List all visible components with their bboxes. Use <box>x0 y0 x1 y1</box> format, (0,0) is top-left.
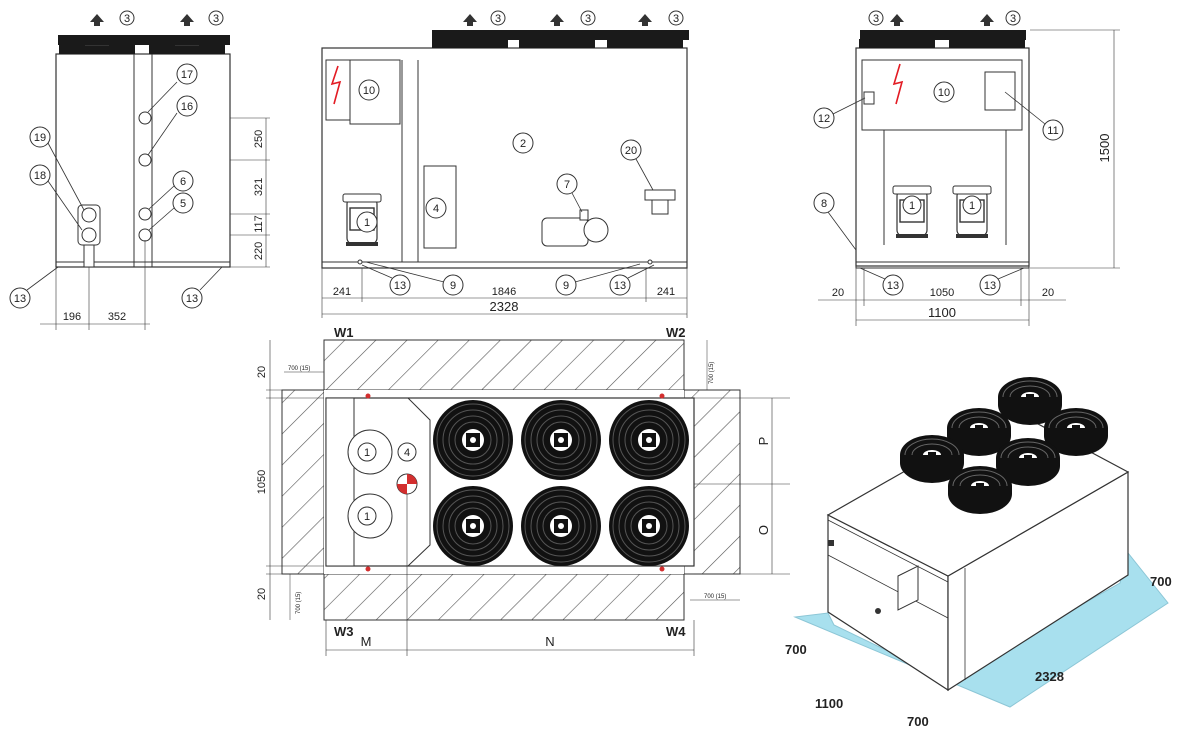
corner-w1: W1 <box>334 325 354 340</box>
clearance-top: 700 (15) <box>709 362 715 384</box>
dim-321: 321 <box>253 178 265 196</box>
callout-9: 9 <box>450 280 456 292</box>
front-callouts: 10 2 20 7 1 4 13 9 9 13 <box>356 79 655 296</box>
dim-1050-plan: 1050 <box>256 470 268 494</box>
iso-dim-700-front: 700 <box>907 714 929 729</box>
dim-20-right: 20 <box>1042 287 1054 299</box>
front-view: 3 3 3 10 2 20 7 1 4 13 <box>321 10 689 318</box>
callout-13: 13 <box>984 280 996 292</box>
callout-19: 19 <box>34 132 46 144</box>
callout-6: 6 <box>180 176 186 188</box>
callout-9: 9 <box>563 280 569 292</box>
dim-1050: 1050 <box>930 287 954 299</box>
corner-w3: W3 <box>334 624 354 639</box>
dim-241-left: 241 <box>333 286 351 298</box>
clearance-left: 700 (15) <box>288 366 310 372</box>
callout-5: 5 <box>180 198 186 210</box>
iso-dim-2328: 2328 <box>1035 669 1064 684</box>
end-dimensions: 20 1050 20 1100 1500 <box>818 29 1120 326</box>
callout-4: 4 <box>404 447 410 459</box>
dim-1100: 1100 <box>928 305 956 320</box>
dim-n: N <box>545 634 554 649</box>
plan-view: 1 1 4 W1 W2 W3 W4 20 1050 20 700 (15) <box>256 325 790 656</box>
callout-12: 12 <box>818 113 830 125</box>
dim-1846: 1846 <box>492 286 516 298</box>
center-of-gravity-icon <box>396 473 418 495</box>
lightning-warning-icon <box>892 63 904 105</box>
lightning-warning-icon <box>330 65 342 105</box>
callout: 3 <box>1010 13 1016 25</box>
callout-7: 7 <box>564 179 570 191</box>
callout-13: 13 <box>394 280 406 292</box>
callout: 3 <box>124 13 130 25</box>
dim-m: M <box>361 634 372 649</box>
side-dimensions: 250 321 117 220 196 352 <box>40 117 270 330</box>
dim-1500: 1500 <box>1097 134 1112 163</box>
dim-117: 117 <box>253 215 265 233</box>
callout-17: 17 <box>181 69 193 81</box>
corner-w2: W2 <box>666 325 686 340</box>
callout-4: 4 <box>433 203 439 215</box>
callout: 3 <box>873 13 879 25</box>
callout-1: 1 <box>364 511 370 523</box>
callout-10: 10 <box>938 87 950 99</box>
dim-20-top: 20 <box>256 366 268 378</box>
iso-dim-700-right: 700 <box>1150 574 1172 589</box>
callout-1: 1 <box>364 217 370 229</box>
clearance-right: 700 (15) <box>704 594 726 600</box>
dim-250: 250 <box>253 130 265 148</box>
dim-p: P <box>756 437 771 446</box>
callout-1: 1 <box>909 200 915 212</box>
side-view: 3 3 19 18 17 16 6 5 <box>9 10 270 330</box>
callout-13: 13 <box>14 293 26 305</box>
dim-2328: 2328 <box>490 299 519 314</box>
callout-18: 18 <box>34 170 46 182</box>
callout-13: 13 <box>887 280 899 292</box>
dim-20-left: 20 <box>832 287 844 299</box>
callout: 3 <box>585 13 591 25</box>
dim-196: 196 <box>63 311 81 323</box>
dim-20-bottom: 20 <box>256 588 268 600</box>
callout-20: 20 <box>625 145 637 157</box>
iso-dim-700-left: 700 <box>785 642 807 657</box>
dim-220: 220 <box>253 242 265 260</box>
callout-1: 1 <box>969 200 975 212</box>
callout-10: 10 <box>363 85 375 97</box>
side-callouts: 19 18 17 16 6 5 13 13 <box>9 63 223 309</box>
isometric-view: 700 700 2328 1100 700 <box>785 376 1172 729</box>
callout-8: 8 <box>821 198 827 210</box>
dim-241-right: 241 <box>657 286 675 298</box>
front-dimensions: 241 1846 241 2328 <box>321 268 688 318</box>
dim-352: 352 <box>108 311 126 323</box>
callout-13: 13 <box>614 280 626 292</box>
callout-1: 1 <box>364 447 370 459</box>
corner-w4: W4 <box>666 624 686 639</box>
callout: 3 <box>673 13 679 25</box>
clearance-bottom: 700 (15) <box>296 592 302 614</box>
dim-o: O <box>756 525 771 535</box>
callout: 3 <box>495 13 501 25</box>
callout-13: 13 <box>186 293 198 305</box>
callout-16: 16 <box>181 101 193 113</box>
end-view: 3 3 12 10 11 8 1 1 13 13 <box>813 10 1120 326</box>
callout-2: 2 <box>520 138 526 150</box>
iso-dim-1100: 1100 <box>815 696 843 711</box>
callout-11: 11 <box>1047 125 1058 137</box>
callout: 3 <box>213 13 219 25</box>
